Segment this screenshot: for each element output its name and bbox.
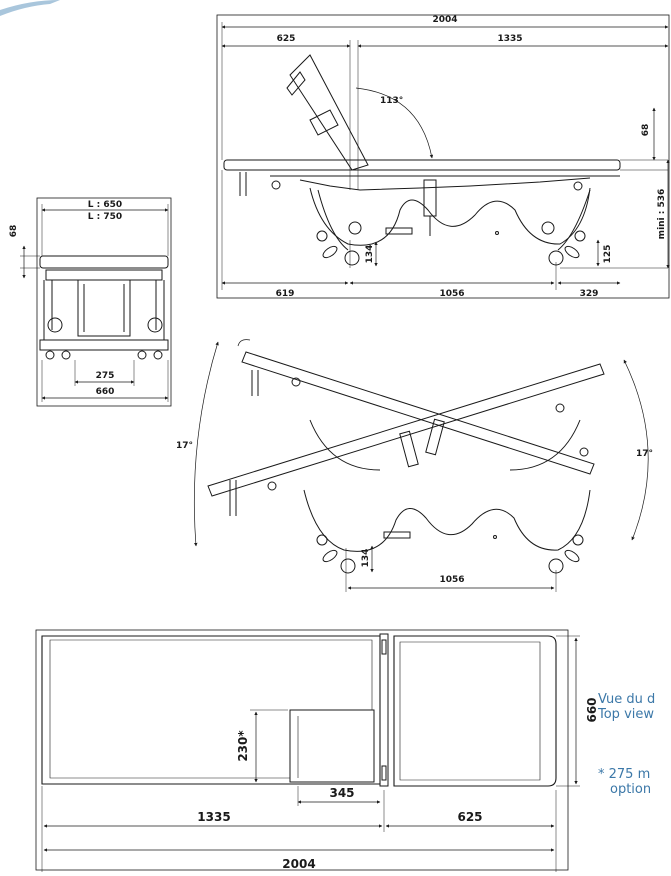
side-head-length: 625: [277, 34, 296, 44]
top-cutout-depth: 230*: [236, 730, 250, 762]
end-mattress-thickness: 68: [9, 225, 19, 238]
side-overall-length: 2004: [432, 15, 457, 25]
tilt-wheelbase: 1056: [439, 575, 464, 585]
side-view: [216, 14, 670, 299]
end-view: [20, 197, 172, 407]
caption-en: Top view: [598, 707, 655, 722]
caption-note-line2: option: [610, 782, 652, 797]
top-cutout-width: 345: [329, 786, 354, 800]
top-view-frame: [35, 629, 569, 871]
tilt-left-angle: 17°: [176, 441, 193, 451]
side-mattress-thickness: 68: [641, 124, 651, 137]
end-outer-base: 660: [96, 387, 115, 397]
end-width-option-a: L : 650: [88, 200, 122, 210]
tilt-right-angle: 17°: [636, 449, 653, 459]
side-view-frame: [216, 14, 670, 299]
side-wheelbase: 1056: [439, 289, 464, 299]
caption-fr: Vue du d: [598, 692, 656, 707]
top-body-length: 1335: [197, 810, 230, 824]
top-width: 660: [585, 697, 599, 722]
tilt-chassis-height: 134: [361, 549, 371, 568]
caption-note-line1: * 275 m: [598, 767, 651, 782]
end-width-option-b: L : 750: [88, 212, 122, 222]
side-backrest-angle: 113°: [380, 96, 403, 106]
side-head-overhang: 619: [276, 289, 295, 299]
tilt-view: [193, 339, 649, 592]
corner-stripe: [0, 0, 60, 16]
side-body-length: 1335: [497, 34, 522, 44]
side-foot-overhang: 329: [580, 289, 599, 299]
top-view: [35, 629, 580, 872]
end-view-frame: [36, 197, 172, 407]
end-inner-base: 275: [96, 371, 115, 381]
side-chassis-height: 134: [365, 245, 375, 264]
side-foot-clearance: 125: [603, 245, 613, 264]
top-head-length: 625: [457, 810, 482, 824]
side-min-height: mini : 536: [657, 189, 667, 240]
top-overall-length: 2004: [282, 857, 315, 871]
